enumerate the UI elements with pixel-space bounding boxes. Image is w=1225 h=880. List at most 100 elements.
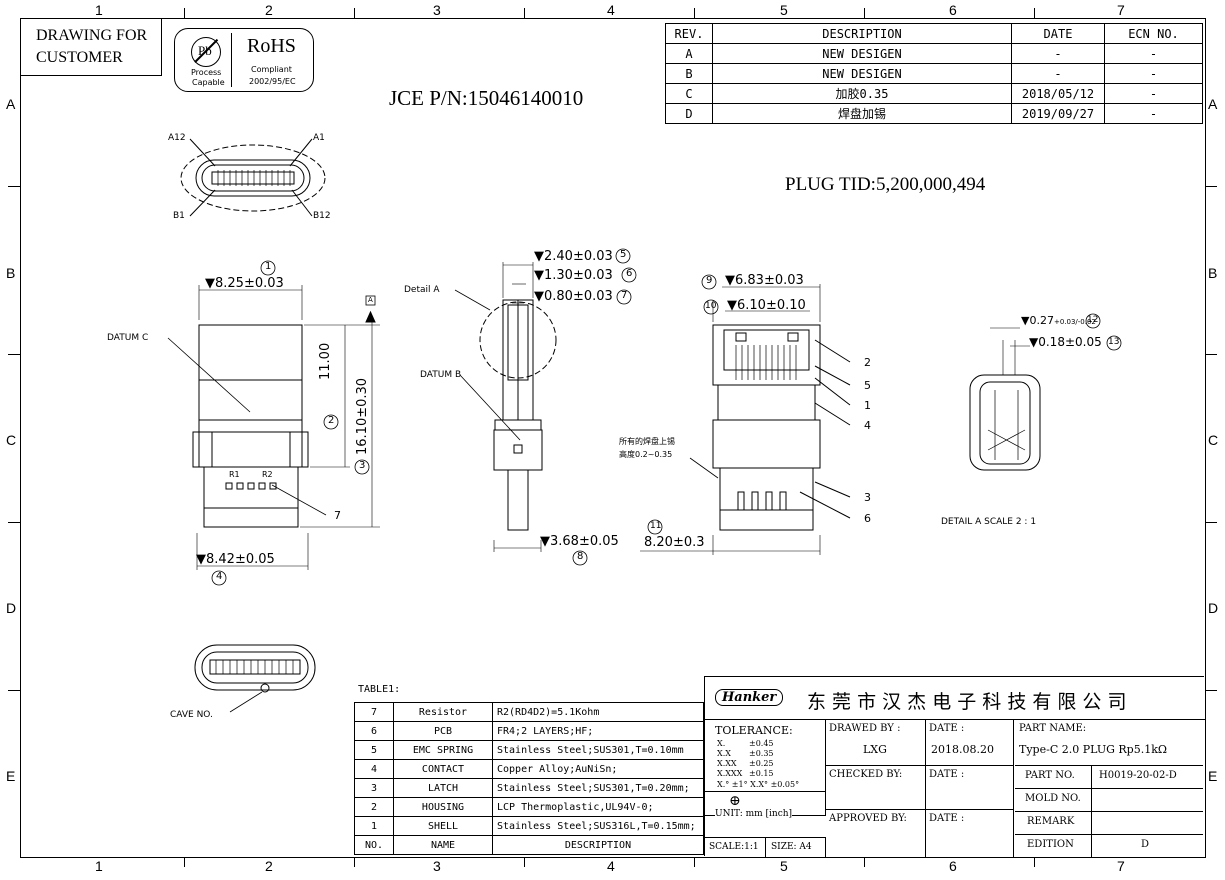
tolerance-block: TOLERANCE: X. ±0.45 X.X ±0.35 X.XX ±0.25… <box>705 719 826 819</box>
company-logo: Hanker <box>715 689 784 706</box>
table-row: A NEW DESIGEN - - <box>665 43 1203 64</box>
part-number-title: JCE P/N:15046140010 <box>389 86 584 110</box>
callout-4: 4 <box>864 419 871 432</box>
dim-value: 8.25±0.03 <box>215 276 284 291</box>
zone-right-a: A <box>1208 96 1218 112</box>
connector-top-view <box>167 285 380 570</box>
signature-block: DRAWED BY : LXG DATE : 2018.08.20 CHECKE… <box>825 719 1015 857</box>
balloon-3 <box>354 459 370 475</box>
border-tick <box>1205 522 1217 523</box>
table-row: 7 Resistor R2(RD4D2)=5.1Kohm <box>354 702 704 722</box>
scale-row: SCALE:1:1 SIZE: A4 <box>705 837 826 858</box>
zone-bottom-7: 7 <box>1117 858 1125 874</box>
tolerance-value: ±0.35 <box>749 749 774 758</box>
solder-note-line1: 所有的焊盘上锡 <box>619 437 675 446</box>
bom-header-row: NO. NAME DESCRIPTION <box>354 835 704 855</box>
cave-no-label: CAVE NO. <box>170 710 213 720</box>
bom-table: 7 Resistor R2(RD4D2)=5.1Kohm 6 PCB FR4;2… <box>354 702 704 855</box>
dim-total-length: 16.10±0.30 <box>355 377 370 455</box>
drawed-by-value: LXG <box>863 743 887 756</box>
border-tick <box>864 857 865 867</box>
rohs-compliant-text: Compliant <box>251 65 292 74</box>
date-cell: 2018/05/12 <box>1011 83 1105 104</box>
balloon-9-text: 9 <box>706 275 713 286</box>
dim-value: 0.80±0.03 <box>544 289 613 304</box>
border-tick <box>8 690 20 691</box>
table-row: 3 LATCH Stainless Steel;SUS301,T=0.20mm; <box>354 778 704 798</box>
callout-2: 2 <box>864 356 871 369</box>
drawing-for-customer-label: DRAWING FOR CUSTOMER <box>36 27 148 66</box>
border-tick <box>1034 8 1035 18</box>
zone-right-b: B <box>1208 265 1218 281</box>
balloon-markers <box>211 248 1122 586</box>
balloon-3-text: 3 <box>359 460 366 471</box>
balloon-8-text: 8 <box>577 551 584 562</box>
balloon-13 <box>1106 335 1122 351</box>
tolerance-format: X.XX <box>717 759 737 768</box>
angle-tolerance: X.° ±1° X.X° ±0.05° <box>717 780 800 789</box>
callout-1: 1 <box>864 399 871 412</box>
projection-icon: ⊕ <box>729 793 741 809</box>
revision-table: REV. DESCRIPTION DATE ECN NO. A NEW DESI… <box>665 23 1203 124</box>
part-info-block: PART NAME: Type-C 2.0 PLUG Rp5.1kΩ PART … <box>1015 719 1205 857</box>
bom-no-cell: 1 <box>354 816 394 836</box>
ecn-cell: - <box>1104 103 1203 124</box>
bom-name-cell: SHELL <box>393 816 493 836</box>
border-tick <box>8 522 20 523</box>
zone-bottom-3: 3 <box>433 858 441 874</box>
bom-no-cell: 5 <box>354 740 394 760</box>
border-tick <box>524 857 525 867</box>
balloon-5 <box>615 248 631 264</box>
dim-width-6-83: ▼6.83±0.03 <box>725 273 804 288</box>
zone-top-1: 1 <box>95 2 103 18</box>
bom-description-cell: Stainless Steel;SUS301,T=0.10mm <box>492 740 704 760</box>
callout-6: 6 <box>864 512 871 525</box>
pin-b12-label: B12 <box>313 211 331 221</box>
bom-name-cell: CONTACT <box>393 759 493 779</box>
balloon-12-text: 12 <box>1087 315 1099 325</box>
dim-value: 1.30±0.03 <box>544 268 613 283</box>
plug-tid: PLUG TID:5,200,000,494 <box>785 174 986 195</box>
scale-label: SCALE:1:1 <box>709 842 759 852</box>
bom-name-header: NAME <box>393 835 493 855</box>
rohs-title: RoHS <box>247 35 296 57</box>
bom-description-header: DESCRIPTION <box>492 835 704 855</box>
balloon-10-text: 10 <box>705 301 717 311</box>
balloon-6 <box>621 267 637 283</box>
bom-no-cell: 7 <box>354 702 394 722</box>
approved-by-label: APPROVED BY: <box>829 813 907 824</box>
border-tick <box>1034 857 1035 867</box>
dim-overmold-thickness: ▼3.68±0.05 <box>540 534 619 549</box>
detail-a-scale-label: DETAIL A SCALE 2 : 1 <box>941 517 1037 527</box>
zone-top-5: 5 <box>780 2 788 18</box>
dim-thickness-2-40: ▼2.40±0.03 <box>534 249 613 264</box>
zone-bottom-6: 6 <box>949 858 957 874</box>
drawing-for-customer-box: DRAWING FOR CUSTOMER <box>20 18 162 76</box>
description-cell: 焊盘加锡 <box>712 103 1012 124</box>
border-tick <box>354 8 355 18</box>
border-tick <box>694 857 695 867</box>
dim-tolerance: +0.03/-0.02 <box>1053 318 1096 326</box>
description-cell: NEW DESIGEN <box>712 43 1012 64</box>
datum-a-label: A <box>368 296 373 304</box>
balloon-12 <box>1085 313 1101 329</box>
zone-top-4: 4 <box>607 2 615 18</box>
tolerance-label: TOLERANCE: <box>715 724 793 737</box>
callout-3: 3 <box>864 491 871 504</box>
date-value: 2018.08.20 <box>931 743 994 756</box>
balloon-10 <box>703 299 719 315</box>
checked-by-label: CHECKED BY: <box>829 769 903 780</box>
pb-symbol: Pb <box>198 43 212 58</box>
bom-description-cell: LCP Thermoplastic,UL94V-0; <box>492 797 704 817</box>
bom-name-cell: LATCH <box>393 778 493 798</box>
dim-0-27: ▼0.27+0.03/-0.02 <box>1021 314 1096 327</box>
table-row: C 加胶0.35 2018/05/12 - <box>665 83 1203 104</box>
connector-cave-view <box>194 644 316 713</box>
date-cell: 2019/09/27 <box>1011 103 1105 124</box>
zone-top-7: 7 <box>1117 2 1125 18</box>
company-name: 东 莞 市 汉 杰 电 子 科 技 有 限 公 司 <box>807 691 1127 713</box>
border-tick <box>1205 186 1217 187</box>
bom-no-cell: 3 <box>354 778 394 798</box>
border-tick <box>8 354 20 355</box>
